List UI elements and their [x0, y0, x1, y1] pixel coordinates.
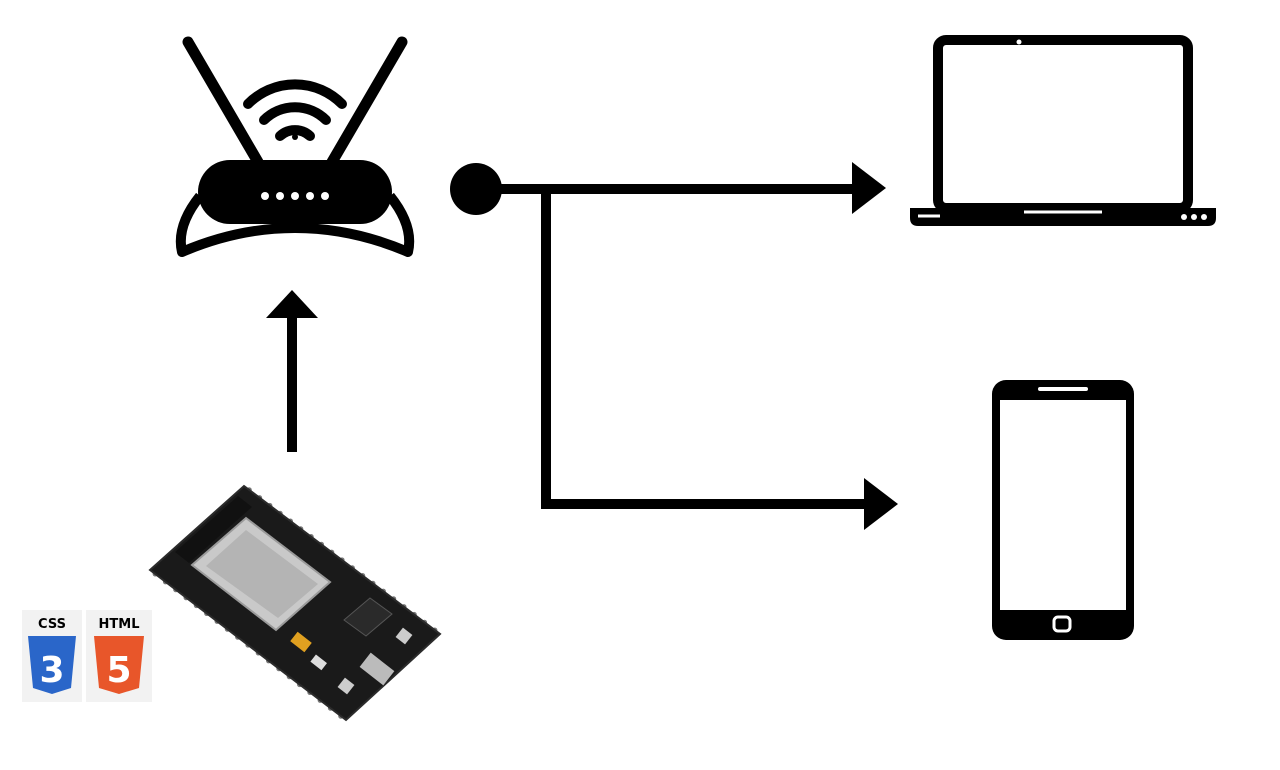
- css-glyph: 3: [39, 650, 64, 691]
- esp32-board-icon: [148, 484, 442, 722]
- arrow-right-icon: [864, 478, 898, 530]
- laptop-icon: [910, 35, 1216, 226]
- css3-logo-icon: CSS 3: [22, 610, 82, 702]
- smartphone-icon: [992, 380, 1134, 640]
- wifi-router-icon: [175, 36, 415, 257]
- arrow-right-icon: [852, 162, 886, 214]
- html-glyph: 5: [106, 650, 131, 691]
- arrow-up-icon: [266, 290, 318, 318]
- html-label: HTML: [99, 617, 140, 632]
- css-label: CSS: [38, 617, 66, 632]
- html5-logo-icon: HTML 5: [86, 610, 152, 702]
- connection-lines: [266, 162, 898, 530]
